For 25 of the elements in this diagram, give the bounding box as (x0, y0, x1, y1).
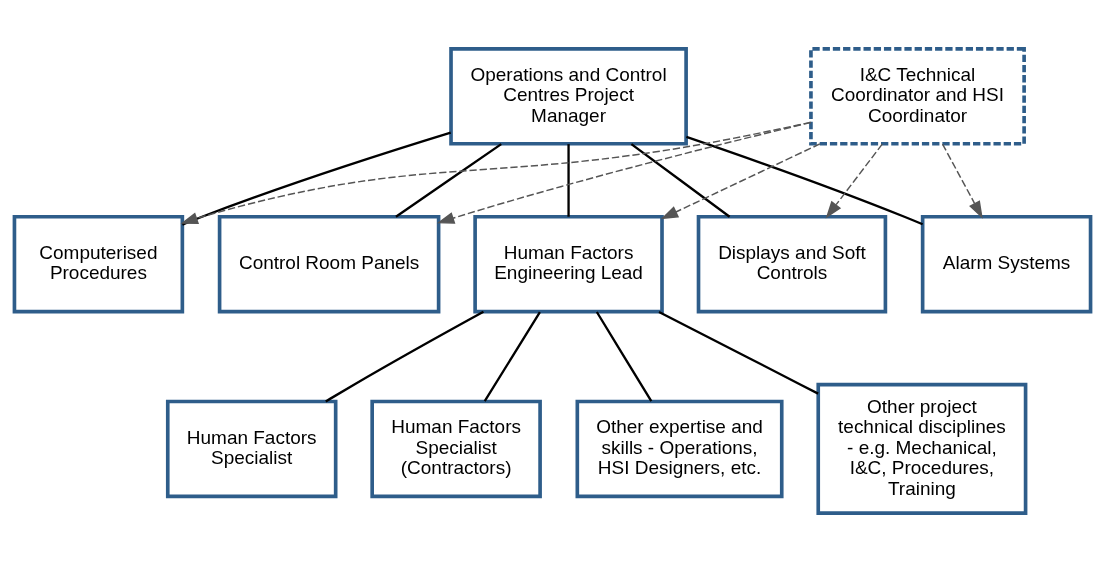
connector (686, 135, 924, 225)
arrow (941, 142, 983, 219)
node-box: Alarm Systems (920, 214, 1093, 313)
connector (595, 310, 653, 402)
node-box: Human Factors Specialist (165, 399, 338, 498)
connector (325, 310, 484, 402)
arrow (825, 142, 883, 218)
node-box: Other project technical disciplines - e.g. Mechanical, I&C, Procedures, Training (816, 382, 1028, 515)
arrow (436, 121, 812, 224)
arrow (660, 142, 821, 219)
arrow (180, 121, 812, 224)
node-box: I&C Technical Coordinator and HSI Coordinator (809, 46, 1026, 146)
node-box: Operations and Control Centres Project Manager (449, 46, 688, 146)
node-box: Other expertise and skills - Operations, HSI Designers, etc. (575, 399, 784, 498)
connector (567, 143, 570, 217)
connector (483, 310, 541, 402)
node-box: Human Factors Specialist (Contractors) (370, 399, 542, 498)
node-box: Human Factors Engineering Lead (473, 214, 664, 313)
node-box: Computerised Procedures (12, 214, 185, 313)
node-box: Displays and Soft Controls (696, 214, 888, 313)
connector (181, 131, 452, 226)
connector (658, 310, 819, 395)
node-box: Control Room Panels (217, 214, 441, 313)
connector (630, 142, 731, 218)
connector (395, 142, 502, 218)
